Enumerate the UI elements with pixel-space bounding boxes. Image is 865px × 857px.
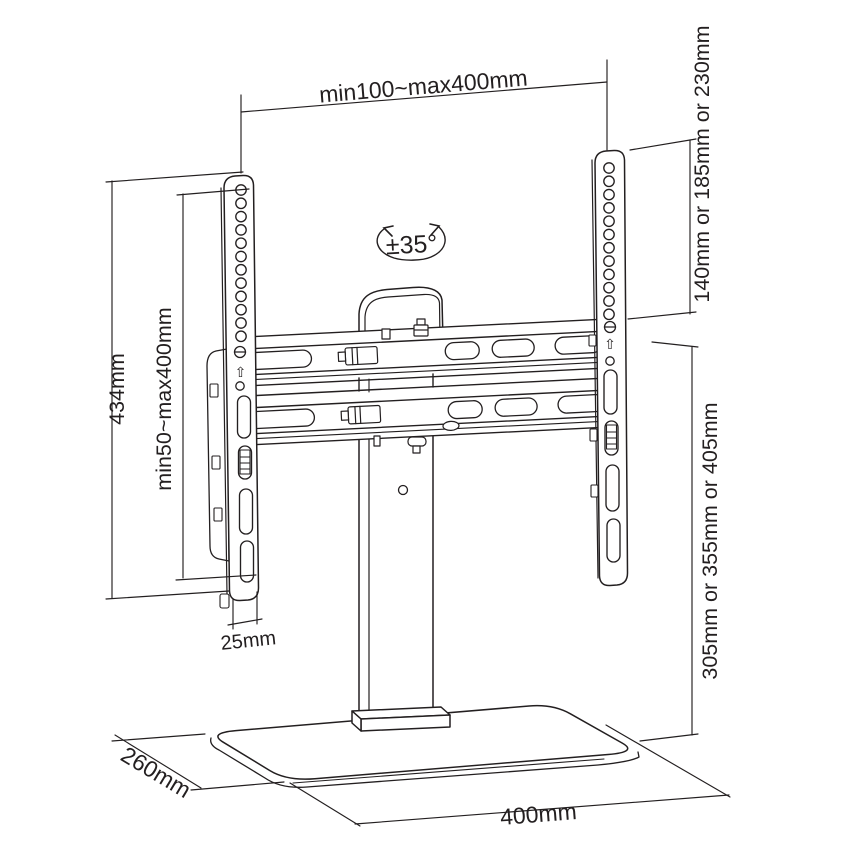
dim-mount-offset: 140mm or 185mm or 230mm xyxy=(627,25,714,320)
left-vesa-bracket: ⇧ xyxy=(206,174,260,609)
fastener-bolts xyxy=(373,318,429,454)
upper-rail xyxy=(228,317,624,388)
swivel-arrow-left-icon xyxy=(382,225,394,237)
up-arrow-icon: ⇧ xyxy=(604,336,616,352)
slot-slider xyxy=(239,449,251,475)
up-arrow-icon: ⇧ xyxy=(235,364,247,380)
dim-label-vesa-height: min50~max400mm xyxy=(152,307,176,490)
rail-rivet xyxy=(442,420,460,431)
dim-label-base-width: 400mm xyxy=(499,798,577,830)
slot-slider xyxy=(605,424,618,450)
rail-slot xyxy=(447,400,483,420)
screw-slot-icon xyxy=(603,320,617,334)
dim-label-bracket-height: 434mm xyxy=(105,353,129,425)
dim-label-swivel-angle: ±35° xyxy=(385,230,438,261)
small-hole xyxy=(235,381,245,391)
lower-rail xyxy=(231,376,627,447)
dim-label-vesa-width: min100~max400mm xyxy=(318,65,528,108)
right-vesa-bracket: ⇧ xyxy=(588,149,629,587)
rail-slot xyxy=(491,338,535,358)
dim-vesa-height: min50~max400mm xyxy=(152,188,257,581)
dim-bracket-height: 434mm xyxy=(105,171,244,600)
left-adapter-plate xyxy=(206,348,230,562)
column-collar xyxy=(351,706,451,732)
left-bracket-slots xyxy=(236,395,255,583)
stand-column xyxy=(351,433,451,732)
column-hole xyxy=(397,484,409,496)
base-plate xyxy=(210,704,640,788)
screw-slot-icon xyxy=(233,345,247,359)
dim-vesa-width: min100~max400mm xyxy=(240,59,608,174)
left-vesa-holes xyxy=(235,184,247,343)
rail-lock-tab xyxy=(340,404,382,425)
swivel-angle-indicator: ±35° xyxy=(376,223,446,261)
head-nut xyxy=(413,318,429,337)
dim-base-width: 400mm xyxy=(289,724,731,830)
column-mid-segment xyxy=(358,373,434,393)
small-hole xyxy=(605,356,615,366)
mounting-rails xyxy=(228,317,627,447)
right-vesa-holes xyxy=(603,162,615,321)
right-bracket-tabs xyxy=(588,334,599,498)
swivel-arrow-right-icon xyxy=(429,223,441,236)
dim-label-base-depth: 260mm xyxy=(117,741,196,803)
dim-label-bracket-width: 25mm xyxy=(220,627,278,655)
dim-stand-height: 305mm or 355mm or 405mm xyxy=(639,341,722,742)
dim-label-stand-height: 305mm or 355mm or 405mm xyxy=(698,402,722,679)
lower-bolt xyxy=(373,435,427,454)
swivel-arc xyxy=(376,226,446,261)
dim-label-mount-offset: 140mm or 185mm or 230mm xyxy=(690,25,714,302)
rail-lock-tab xyxy=(337,345,379,366)
rail-slot xyxy=(444,341,480,361)
rail-slot xyxy=(494,397,538,417)
right-bracket-slots xyxy=(603,369,621,563)
head-bolt xyxy=(381,328,391,340)
